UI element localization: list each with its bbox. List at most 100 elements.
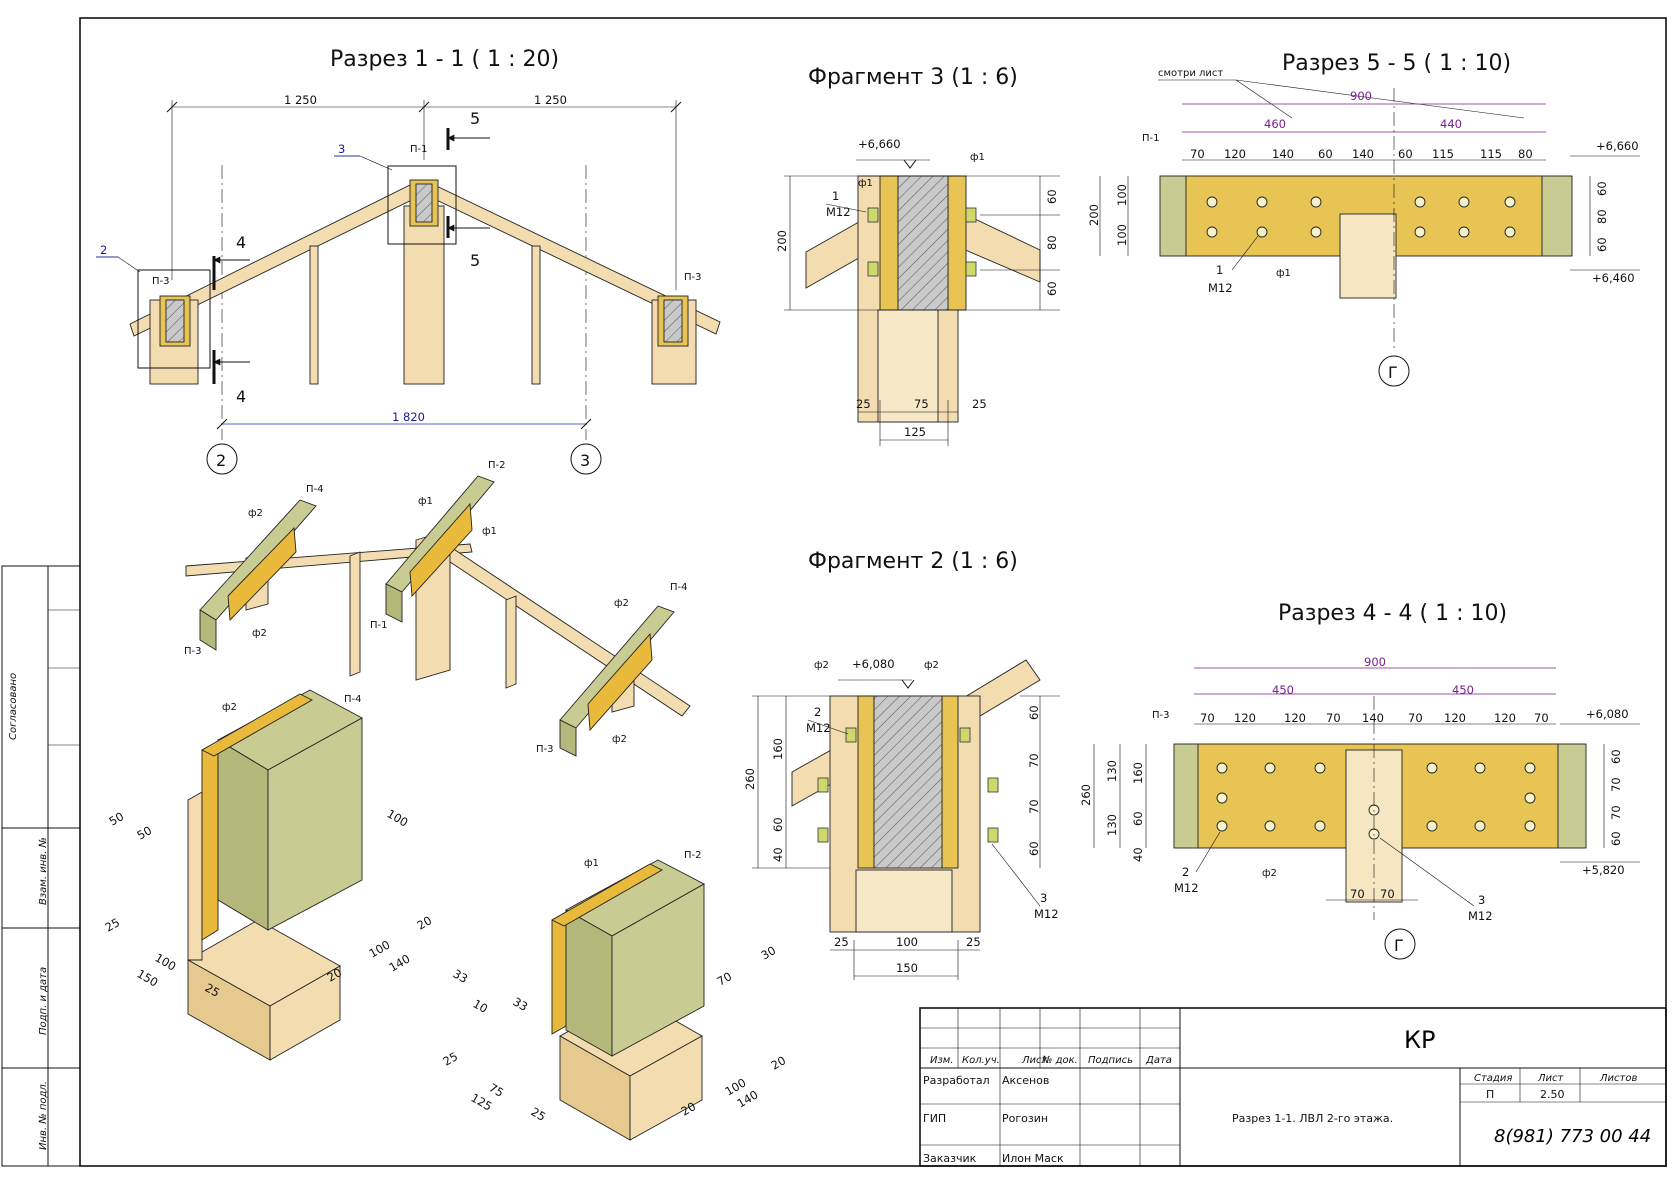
section-5-5-dim-r2: 80	[1595, 209, 1609, 224]
section-1-1: Разрез 1 - 1 ( 1 : 20) 1 250 1 250 1 820…	[96, 47, 721, 475]
fragment-2-title: Фрагмент 2 (1 : 6)	[808, 549, 1018, 574]
fragment-3: Фрагмент 3 (1 : 6) 200 60 80 60 +6,660 ф…	[775, 65, 1060, 446]
section-4-4-dim-half-left: 450	[1272, 683, 1294, 697]
fragment-3-elev: +6,660	[858, 137, 901, 151]
section-4-4-callout2-bolt: M12	[1174, 881, 1199, 895]
section-5-5-callout-num: 1	[1216, 263, 1223, 277]
section-5-5-spacing: 60	[1398, 147, 1413, 161]
fragment-3-callout-bolt: M12	[826, 205, 851, 219]
section-4-4-dim-h2: 130	[1105, 814, 1119, 836]
iso-tag-f2-b: ф2	[252, 628, 267, 639]
section-5-5-spacing: 115	[1432, 147, 1454, 161]
section-5-5-tag-f1: ф1	[1276, 268, 1291, 279]
iso-p2-dim: 10	[471, 996, 491, 1015]
cut-4-bottom: 4	[236, 387, 246, 406]
section-5-5-elev-bottom: +6,460	[1592, 271, 1635, 285]
axis-3-marker	[570, 443, 602, 475]
iso-p4-dim: 50	[135, 823, 155, 842]
section-4-4-spacing: 120	[1444, 711, 1466, 725]
title-block-stage-label: Стадия	[1474, 1073, 1512, 1084]
strut-left	[309, 245, 319, 385]
axis-2-marker	[206, 443, 238, 475]
section-5-5-note: смотри лист	[1158, 68, 1223, 79]
axis-2-label: 2	[216, 451, 226, 470]
section-5-5-axis: Г	[1388, 363, 1398, 382]
title-block-header: № док.	[1041, 1055, 1078, 1066]
section-4-4-dim-total: 900	[1364, 655, 1386, 669]
section-5-5-dim-half-right: 440	[1440, 117, 1462, 131]
fragment-3-tag-f1-right: ф1	[970, 152, 985, 163]
title-block-code: КР	[1404, 1026, 1436, 1054]
title-block-phone: 8(981) 773 00 44	[1494, 1126, 1651, 1147]
section-4-4-dim-h1: 130	[1105, 760, 1119, 782]
dim-1250-left: 1 250	[284, 93, 317, 107]
callout-2: 2	[100, 243, 107, 257]
tag-p1: П-1	[410, 144, 428, 155]
section-4-4-dim-l2: 60	[1131, 811, 1145, 826]
fragment-3-plate-left	[879, 175, 899, 311]
iso-p4-tag-f2: ф2	[222, 702, 237, 713]
title-block-header: Подпись	[1088, 1055, 1133, 1066]
iso-tag-p3-a: П-3	[184, 646, 202, 657]
fragment-2-dim-r4: 60	[1027, 841, 1041, 856]
section-4-4-axis-marker	[1384, 928, 1416, 960]
section-5-5-spacings: 70 120 140 60 140 60 115 115 80	[1190, 147, 1533, 161]
side-stamp-agreed: Согласовано	[8, 673, 19, 740]
section-4-4-dim-l1: 160	[1131, 762, 1145, 784]
iso-p2-tag-f1: ф1	[584, 858, 599, 869]
title-block-role: Заказчик	[923, 1152, 977, 1165]
iso-p2-dim: 20	[769, 1053, 789, 1072]
dim-1250-right: 1 250	[534, 93, 567, 107]
title-block: КР Изм. Кол.уч. Лист № док. Подпись Дата…	[919, 1007, 1667, 1167]
section-4-4-callout3-num: 3	[1478, 893, 1485, 907]
iso-p2-dim: 25	[441, 1049, 461, 1068]
section-4-4-spacing: 70	[1408, 711, 1423, 725]
section-4-4-dim-r1: 60	[1609, 749, 1623, 764]
side-stamp-sign-date: Подп. и дата	[38, 967, 49, 1035]
fragment-2-dim-r3: 70	[1027, 799, 1041, 814]
title-block-name: Рогозин	[1002, 1112, 1048, 1125]
axis-3-label: 3	[580, 451, 590, 470]
section-4-4-dim-height: 260	[1079, 784, 1093, 806]
fragment-3-callout-num: 1	[832, 189, 839, 203]
fragment-2-plate-left	[857, 695, 875, 869]
fragment-2-callout-num: 2	[814, 705, 821, 719]
fragment-3-plate-right	[947, 175, 967, 311]
section-5-5-spacing: 80	[1518, 147, 1533, 161]
callout-3: 3	[338, 142, 345, 156]
section-4-4-dim-r3: 70	[1609, 805, 1623, 820]
iso-tag-f1-a: ф1	[418, 496, 433, 507]
fragment-2-dim-b1: 25	[834, 935, 849, 949]
section-4-4-dim-r4: 60	[1609, 831, 1623, 846]
fragment-3-dim-b3: 25	[972, 397, 987, 411]
iso-tag-f1-b: ф1	[482, 526, 497, 537]
section-5-5-bolts	[1206, 196, 1516, 238]
section-5-5-dim-height: 200	[1087, 204, 1101, 226]
section-5-5-elev-top: +6,660	[1596, 139, 1639, 153]
section-5-5-spacing: 70	[1190, 147, 1205, 161]
section-4-4-dim-r2: 70	[1609, 777, 1623, 792]
iso-p4-dim: 140	[387, 951, 413, 974]
fragment-2-tag-f2-left: ф2	[814, 660, 829, 671]
section-4-4: Разрез 4 - 4 ( 1 : 10) 900 450 450 70 12…	[1079, 601, 1640, 960]
post-ridge	[403, 205, 445, 385]
section-5-5-spacing: 140	[1352, 147, 1374, 161]
cut-5-bottom: 5	[470, 251, 480, 270]
iso-p2-dim: 75	[487, 1080, 507, 1099]
section-4-4-tag-p3: П-3	[1152, 710, 1170, 721]
section-5-5-title: Разрез 5 - 5 ( 1 : 10)	[1282, 51, 1511, 76]
section-4-4-axis: Г	[1394, 936, 1404, 955]
fragment-2-dim-l3: 40	[771, 847, 785, 862]
section-1-1-title: Разрез 1 - 1 ( 1 : 20)	[330, 47, 559, 72]
iso-p4-dim: 25	[103, 915, 123, 934]
iso-p4-dim: 100	[367, 937, 393, 960]
section-5-5: Разрез 5 - 5 ( 1 : 10) смотри лист 900 4…	[1087, 51, 1640, 387]
iso-p4-dim: 50	[107, 809, 127, 828]
fragment-3-dim-b2: 75	[914, 397, 929, 411]
fragment-2-dim-total: 260	[743, 768, 757, 790]
iso-p4-dim: 20	[325, 965, 345, 984]
section-4-4-bolts	[1216, 762, 1536, 840]
section-4-4-spacing: 120	[1494, 711, 1516, 725]
section-4-4-dim-post-right: 70	[1380, 887, 1395, 901]
